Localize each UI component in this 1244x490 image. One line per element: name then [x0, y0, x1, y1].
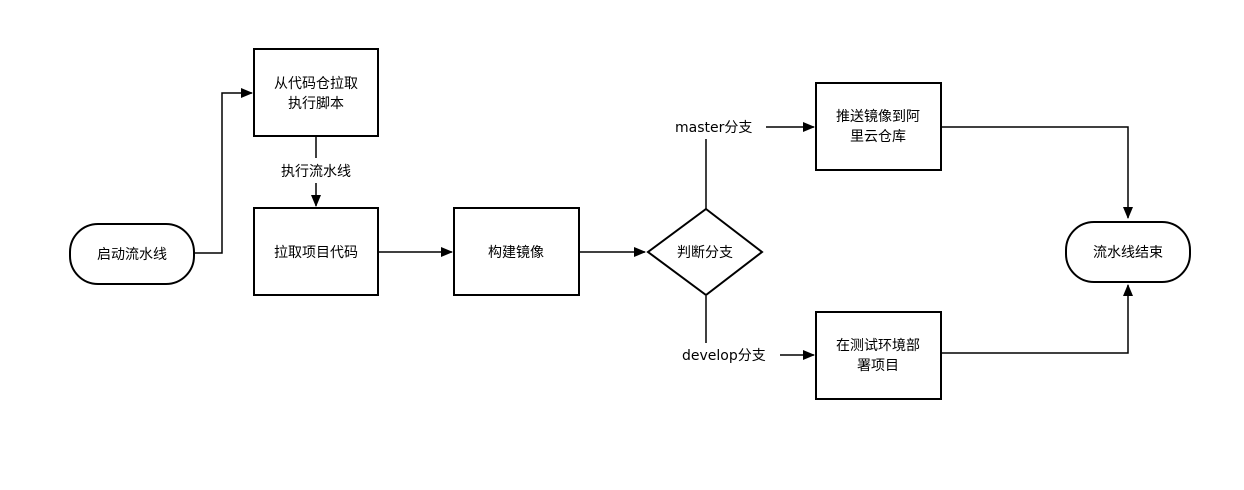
edge-label-bg [270, 160, 362, 182]
node-pull-script [253, 48, 379, 137]
edge-label-run-pipeline: 执行流水线 [281, 164, 351, 180]
node-pull-code [253, 207, 379, 296]
node-push-image-label-1: 推送镜像到阿 [836, 109, 920, 125]
node-deploy-test-label-2: 署项目 [857, 358, 899, 374]
node-start [69, 223, 195, 285]
node-build-image-label: 构建镜像 [488, 245, 544, 261]
edge-push-to-end [942, 126, 1133, 219]
node-deploy-test [815, 311, 942, 400]
node-pull-script-label-2: 执行脚本 [288, 96, 344, 112]
node-build-image [453, 207, 580, 296]
edge-label-develop-branch: develop分支 [682, 348, 766, 364]
edge-start-to-pull-script [194, 88, 253, 254]
node-start-label: 启动流水线 [97, 247, 167, 263]
node-decision [646, 207, 764, 297]
node-decision-label: 判断分支 [677, 245, 733, 261]
node-pull-code-label: 拉取项目代码 [274, 245, 358, 261]
node-push-image [815, 82, 942, 171]
node-pull-script-label-1: 从代码仓拉取 [274, 76, 358, 92]
edge-label-master-branch: master分支 [675, 120, 752, 136]
node-end-label: 流水线结束 [1093, 245, 1163, 261]
node-push-image-label-2: 里云仓库 [850, 129, 906, 145]
edge-deploy-to-end [942, 284, 1133, 354]
node-end [1065, 221, 1191, 283]
node-deploy-test-label-1: 在测试环境部 [836, 338, 920, 354]
